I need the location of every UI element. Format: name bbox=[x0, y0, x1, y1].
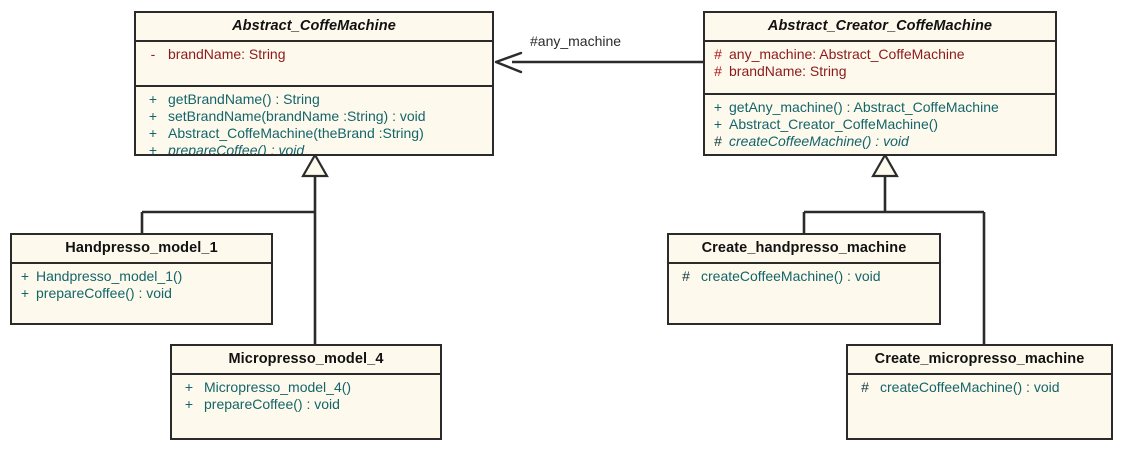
method-row: + Handpresso_model_1() bbox=[14, 268, 269, 285]
method-row: # createCoffeeMachine() : void bbox=[671, 268, 937, 285]
visibility-marker: + bbox=[148, 125, 158, 141]
generalization-triangle-left bbox=[301, 152, 329, 178]
method-row: + Abstract_CoffeMachine(theBrand :String… bbox=[138, 125, 490, 142]
method-text: createCoffeeMachine() : void bbox=[880, 379, 1060, 395]
visibility-marker: + bbox=[184, 396, 194, 412]
method-text: prepareCoffee() : void bbox=[36, 285, 172, 301]
class-handpresso-model-1[interactable]: Handpresso_model_1 + Handpresso_model_1(… bbox=[10, 233, 273, 325]
method-text: Micropresso_model_4() bbox=[204, 379, 352, 395]
visibility-marker: # bbox=[682, 268, 690, 284]
method-text: Abstract_CoffeMachine(theBrand :String) bbox=[168, 125, 424, 141]
methods-compartment: + getAny_machine() : Abstract_CoffeMachi… bbox=[705, 93, 1055, 154]
method-row: # createCoffeeMachine() : void bbox=[850, 379, 1109, 396]
generalization-left bbox=[140, 152, 329, 344]
methods-compartment: + Micropresso_model_4() + prepareCoffee(… bbox=[172, 373, 440, 418]
method-text: getBrandName() : String bbox=[168, 91, 320, 107]
generalization-triangle-right bbox=[871, 152, 899, 178]
class-name-handpresso-model-1: Handpresso_model_1 bbox=[65, 240, 218, 256]
attribute-text: brandName: String bbox=[168, 46, 286, 62]
visibility-marker: + bbox=[148, 91, 158, 107]
attribute-row: - brandName: String bbox=[138, 46, 490, 63]
visibility-marker: + bbox=[713, 116, 723, 132]
method-text: setBrandName(brandName :String) : void bbox=[168, 108, 426, 124]
method-row: + Micropresso_model_4() bbox=[174, 379, 438, 396]
attribute-row: # any_machine: Abstract_CoffeMachine bbox=[707, 46, 1053, 63]
method-text: Handpresso_model_1() bbox=[36, 268, 183, 284]
class-name-abstract-coffemachine: Abstract_CoffeMachine bbox=[232, 18, 396, 34]
methods-compartment: # createCoffeeMachine() : void bbox=[669, 262, 939, 290]
method-text: createCoffeeMachine() : void bbox=[729, 133, 909, 149]
attribute-row: # brandName: String bbox=[707, 63, 1053, 80]
class-name-create-handpresso-machine: Create_handpresso_machine bbox=[701, 240, 907, 256]
method-row: + getAny_machine() : Abstract_CoffeMachi… bbox=[707, 99, 1053, 116]
visibility-marker: + bbox=[20, 285, 30, 301]
method-text: createCoffeeMachine() : void bbox=[701, 268, 881, 284]
association-label-any-machine: #any_machine bbox=[530, 33, 622, 49]
class-create-micropresso-machine[interactable]: Create_micropresso_machine # createCoffe… bbox=[846, 344, 1113, 440]
generalization-right bbox=[802, 152, 986, 344]
attribute-text: any_machine: Abstract_CoffeMachine bbox=[729, 46, 965, 62]
class-abstract-coffemachine[interactable]: Abstract_CoffeMachine - brandName: Strin… bbox=[134, 11, 494, 156]
methods-compartment: # createCoffeeMachine() : void bbox=[848, 373, 1111, 401]
visibility-marker: + bbox=[148, 108, 158, 124]
attribute-text: brandName: String bbox=[729, 63, 847, 79]
method-text: Abstract_Creator_CoffeMachine() bbox=[729, 116, 939, 132]
method-row: + setBrandName(brandName :String) : void bbox=[138, 108, 490, 125]
visibility-marker: # bbox=[861, 379, 869, 395]
method-text: prepareCoffee() : void bbox=[168, 142, 305, 156]
class-name-create-micropresso-machine: Create_micropresso_machine bbox=[874, 351, 1085, 367]
class-name-abstract-creator-coffemachine: Abstract_Creator_CoffeMachine bbox=[767, 18, 993, 34]
visibility-marker: # bbox=[714, 133, 722, 149]
class-create-handpresso-machine[interactable]: Create_handpresso_machine # createCoffee… bbox=[667, 233, 941, 325]
method-row: + prepareCoffee() : void bbox=[138, 142, 490, 156]
methods-compartment: + getBrandName() : String + setBrandName… bbox=[136, 85, 492, 156]
class-micropresso-model-4[interactable]: Micropresso_model_4 + Micropresso_model_… bbox=[170, 344, 442, 440]
visibility-marker: + bbox=[20, 268, 30, 284]
method-row: + getBrandName() : String bbox=[138, 91, 490, 108]
visibility-marker: + bbox=[148, 142, 158, 156]
attributes-compartment: - brandName: String bbox=[136, 40, 492, 85]
class-name-micropresso-model-4: Micropresso_model_4 bbox=[228, 351, 384, 367]
visibility-marker: + bbox=[713, 99, 723, 115]
class-abstract-creator-coffemachine[interactable]: Abstract_Creator_CoffeMachine # any_mach… bbox=[703, 11, 1057, 156]
association-any-machine bbox=[494, 51, 703, 74]
method-text: prepareCoffee() : void bbox=[204, 396, 340, 412]
visibility-marker: - bbox=[150, 46, 156, 62]
methods-compartment: + Handpresso_model_1() + prepareCoffee()… bbox=[12, 262, 271, 307]
method-text: getAny_machine() : Abstract_CoffeMachine bbox=[729, 99, 999, 115]
method-row: + prepareCoffee() : void bbox=[14, 285, 269, 302]
visibility-marker: # bbox=[714, 46, 722, 62]
attributes-compartment: # any_machine: Abstract_CoffeMachine # b… bbox=[705, 40, 1055, 93]
visibility-marker: + bbox=[184, 379, 194, 395]
visibility-marker: # bbox=[714, 63, 722, 79]
method-row: + prepareCoffee() : void bbox=[174, 396, 438, 413]
method-row: + Abstract_Creator_CoffeMachine() bbox=[707, 116, 1053, 133]
method-row: # createCoffeeMachine() : void bbox=[707, 133, 1053, 150]
